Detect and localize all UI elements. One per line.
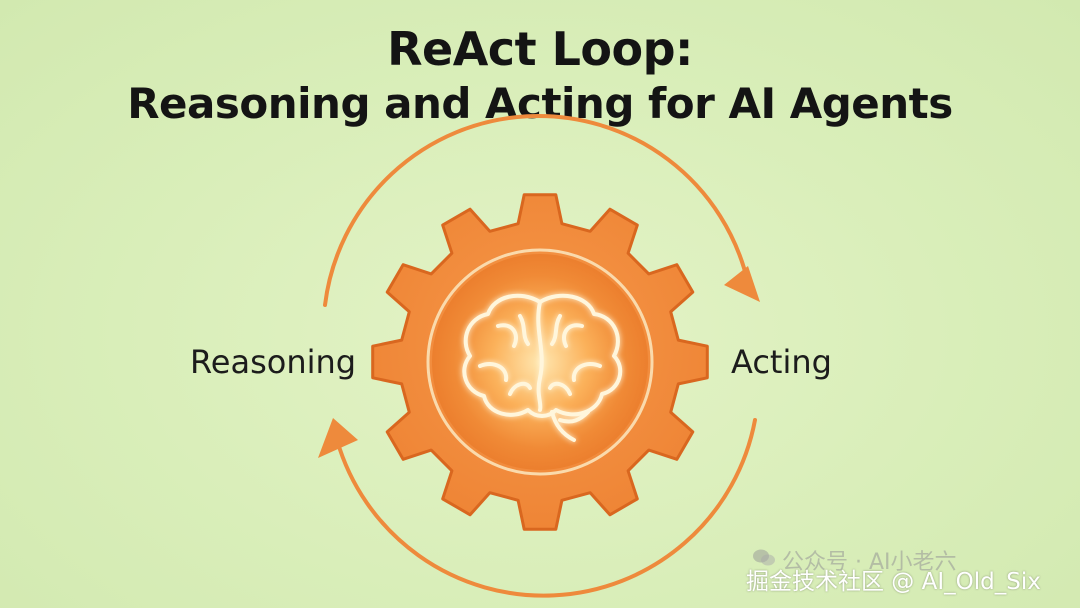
watermark-lower: 掘金技术社区 @ AI_Old_Six <box>746 569 1041 595</box>
top-arc <box>323 113 750 307</box>
wechat-icon <box>753 549 775 566</box>
arrow-icon <box>318 418 358 458</box>
title-line-2: Reasoning and Acting for AI Agents <box>127 79 953 128</box>
loop-arrows <box>323 113 757 598</box>
arrow-icon <box>724 266 760 302</box>
bottom-arc <box>335 418 757 598</box>
acting-label: Acting <box>731 343 832 381</box>
watermark-upper: 公众号 · AI小老六 <box>782 550 957 575</box>
title-line-1: ReAct Loop: <box>387 22 693 76</box>
reasoning-label: Reasoning <box>190 343 357 381</box>
brain-icon <box>462 293 623 442</box>
